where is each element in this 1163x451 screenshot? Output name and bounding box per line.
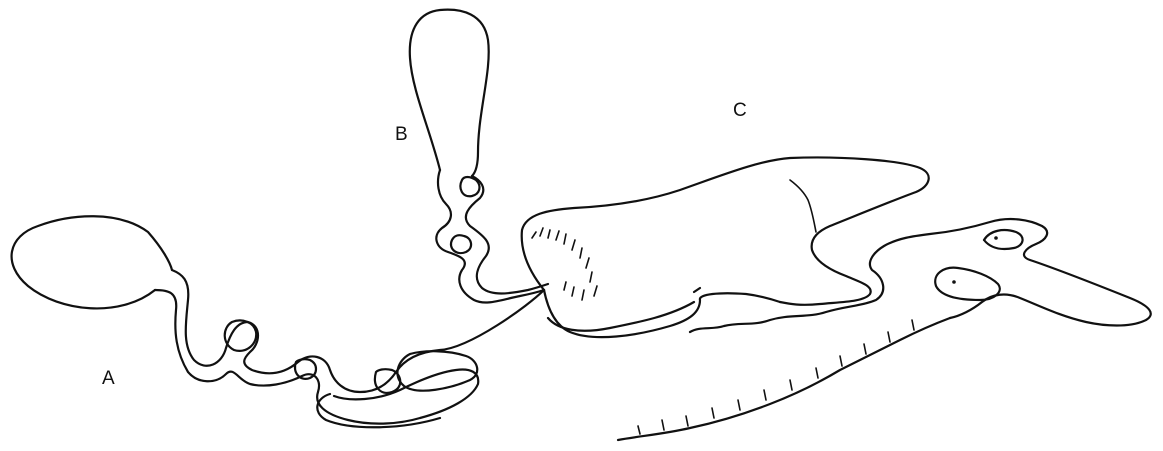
structure-c-dot-lower (952, 280, 956, 284)
structure-b (410, 10, 548, 303)
label-b: B (395, 125, 408, 144)
label-a: A (102, 369, 115, 388)
structure-c (522, 157, 1151, 440)
structure-a (12, 216, 544, 427)
label-c: C (733, 101, 747, 120)
structure-c-ridges (638, 320, 914, 434)
structure-c-horn (694, 288, 700, 292)
structure-a-coil-loop-4 (317, 394, 440, 427)
structure-c-appendage-lower (935, 268, 1000, 300)
structure-c-body (522, 157, 929, 304)
structure-a-sac (12, 216, 172, 308)
structure-c-underside (618, 318, 950, 440)
structure-b-bend-loop (460, 177, 479, 196)
structure-b-duct-left (436, 170, 544, 303)
structure-c-divider-line (790, 180, 816, 232)
structure-b-bend-loop-2 (451, 235, 471, 253)
structure-c-texture (532, 228, 597, 300)
structure-c-dot-upper (994, 236, 998, 240)
structure-c-ragged-edge (690, 219, 1151, 332)
structure-b-sac (410, 10, 489, 176)
structure-c-appendage-upper (984, 230, 1023, 249)
